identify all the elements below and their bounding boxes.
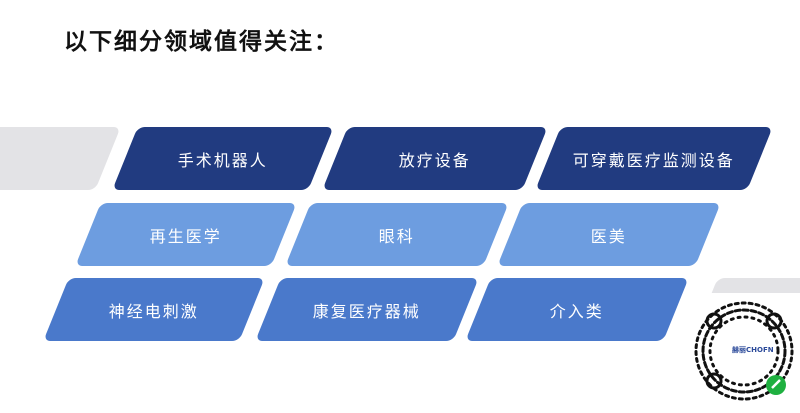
tile-label: 医美 [590, 226, 627, 246]
tile-aesthetic-medicine: 医美 [497, 203, 721, 266]
decor-tile [0, 127, 121, 190]
tile-label: 放疗设备 [398, 150, 471, 170]
page-title: 以下细分领域值得关注： [64, 29, 339, 55]
tile-interventional: 介入类 [465, 278, 689, 341]
tile-surgical-robot: 手术机器人 [112, 127, 334, 190]
tile-radiotherapy: 放疗设备 [322, 127, 548, 190]
tile-label: 手术机器人 [177, 150, 268, 170]
tile-label: 可穿戴医疗监测设备 [572, 150, 735, 170]
tile-label: 再生医学 [149, 226, 222, 246]
tile-label: 介入类 [549, 301, 604, 321]
mini-program-code-icon [694, 301, 794, 401]
tile-regenerative-medicine: 再生医学 [75, 203, 297, 266]
tile-label: 眼科 [378, 226, 415, 246]
tile-label: 神经电刺激 [108, 301, 199, 321]
tile-neurostimulation: 神经电刺激 [43, 278, 265, 341]
tile-ophthalmology: 眼科 [285, 203, 509, 266]
tile-wearable-monitoring: 可穿戴医疗监测设备 [535, 127, 773, 190]
qr-logo: 赫丽CHOFN [732, 346, 774, 354]
tile-label: 康复医疗器械 [312, 301, 421, 321]
tile-rehab-devices: 康复医疗器械 [255, 278, 479, 341]
mini-program-code: 赫丽CHOFN [688, 293, 800, 409]
